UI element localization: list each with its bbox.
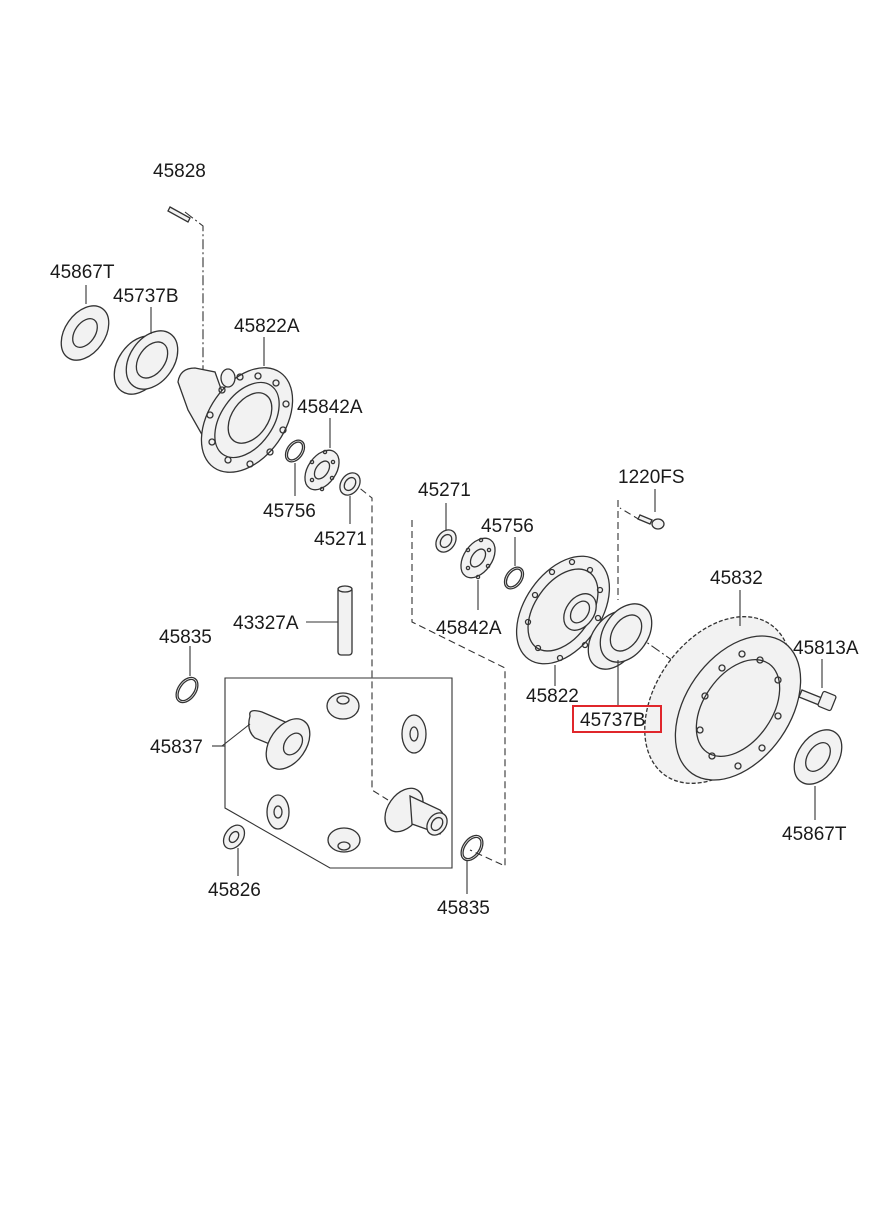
differential-case-45822A[interactable] <box>177 351 311 490</box>
callout-45271-left[interactable]: 45271 <box>314 529 367 550</box>
pin-45828[interactable] <box>167 206 191 223</box>
callout-45842A-bottom[interactable]: 45842A <box>436 618 502 639</box>
callout-45737B-right[interactable]: 45737B <box>580 710 646 731</box>
screw-1220FS[interactable] <box>637 514 665 530</box>
callout-45813A[interactable]: 45813A <box>793 638 859 659</box>
callout-45837[interactable]: 45837 <box>150 737 203 758</box>
pinion-gear-lower-left[interactable] <box>266 794 290 830</box>
snap-ring-45756-left[interactable] <box>282 437 309 466</box>
gear-set-45837-group <box>224 677 453 869</box>
callout-45867T-left[interactable]: 45867T <box>50 262 115 283</box>
bearing-45737B-right[interactable] <box>578 594 663 679</box>
callout-45756-left[interactable]: 45756 <box>263 501 316 522</box>
callout-45826[interactable]: 45826 <box>208 880 261 901</box>
thrust-washer-45867T-right[interactable] <box>784 721 851 793</box>
pinion-shaft-43327A[interactable] <box>337 585 353 656</box>
ring-gear-45832[interactable] <box>614 589 826 811</box>
callout-45842A-top[interactable]: 45842A <box>297 397 363 418</box>
pinion-gear-top[interactable] <box>326 692 360 720</box>
callout-highlight-box <box>572 705 662 733</box>
callout-1220FS[interactable]: 1220FS <box>618 467 685 488</box>
plate-45842A-bottom[interactable] <box>454 532 502 584</box>
differential-case-45822[interactable] <box>497 539 628 681</box>
callout-45828[interactable]: 45828 <box>153 161 206 182</box>
pinion-gear-bottom[interactable] <box>327 827 361 853</box>
callout-45737B-left[interactable]: 45737B <box>113 286 179 307</box>
snap-ring-45835-bottom[interactable] <box>457 831 488 864</box>
leader-lines <box>85 285 823 894</box>
callout-45835-left[interactable]: 45835 <box>159 627 212 648</box>
snap-ring-45756-right[interactable] <box>501 564 528 593</box>
bearing-45737B-left[interactable] <box>104 321 189 404</box>
pinion-gear-right[interactable] <box>401 714 427 754</box>
washer-45826[interactable] <box>219 821 249 853</box>
callout-45832[interactable]: 45832 <box>710 568 763 589</box>
callout-45822A[interactable]: 45822A <box>234 316 300 337</box>
thrust-washer-45867T-left[interactable] <box>51 297 118 369</box>
callout-45835-bottom[interactable]: 45835 <box>437 898 490 919</box>
side-gear-45837-left[interactable] <box>248 710 319 778</box>
side-gear-right[interactable] <box>377 781 451 839</box>
seal-45271-left[interactable] <box>336 469 365 499</box>
callout-labels: 45828 45867T 45737B 45822A 45842A 45756 … <box>50 161 859 919</box>
callout-45271-right[interactable]: 45271 <box>418 480 471 501</box>
snap-ring-45835-left[interactable] <box>172 673 203 706</box>
callout-45756-right[interactable]: 45756 <box>481 516 534 537</box>
callout-45822[interactable]: 45822 <box>526 686 579 707</box>
seal-45271-right[interactable] <box>432 526 461 556</box>
callout-45867T-right[interactable]: 45867T <box>782 824 847 845</box>
callout-43327A[interactable]: 43327A <box>233 613 299 634</box>
plate-45842A-top[interactable] <box>298 444 346 496</box>
bolt-45813A[interactable] <box>798 689 837 712</box>
